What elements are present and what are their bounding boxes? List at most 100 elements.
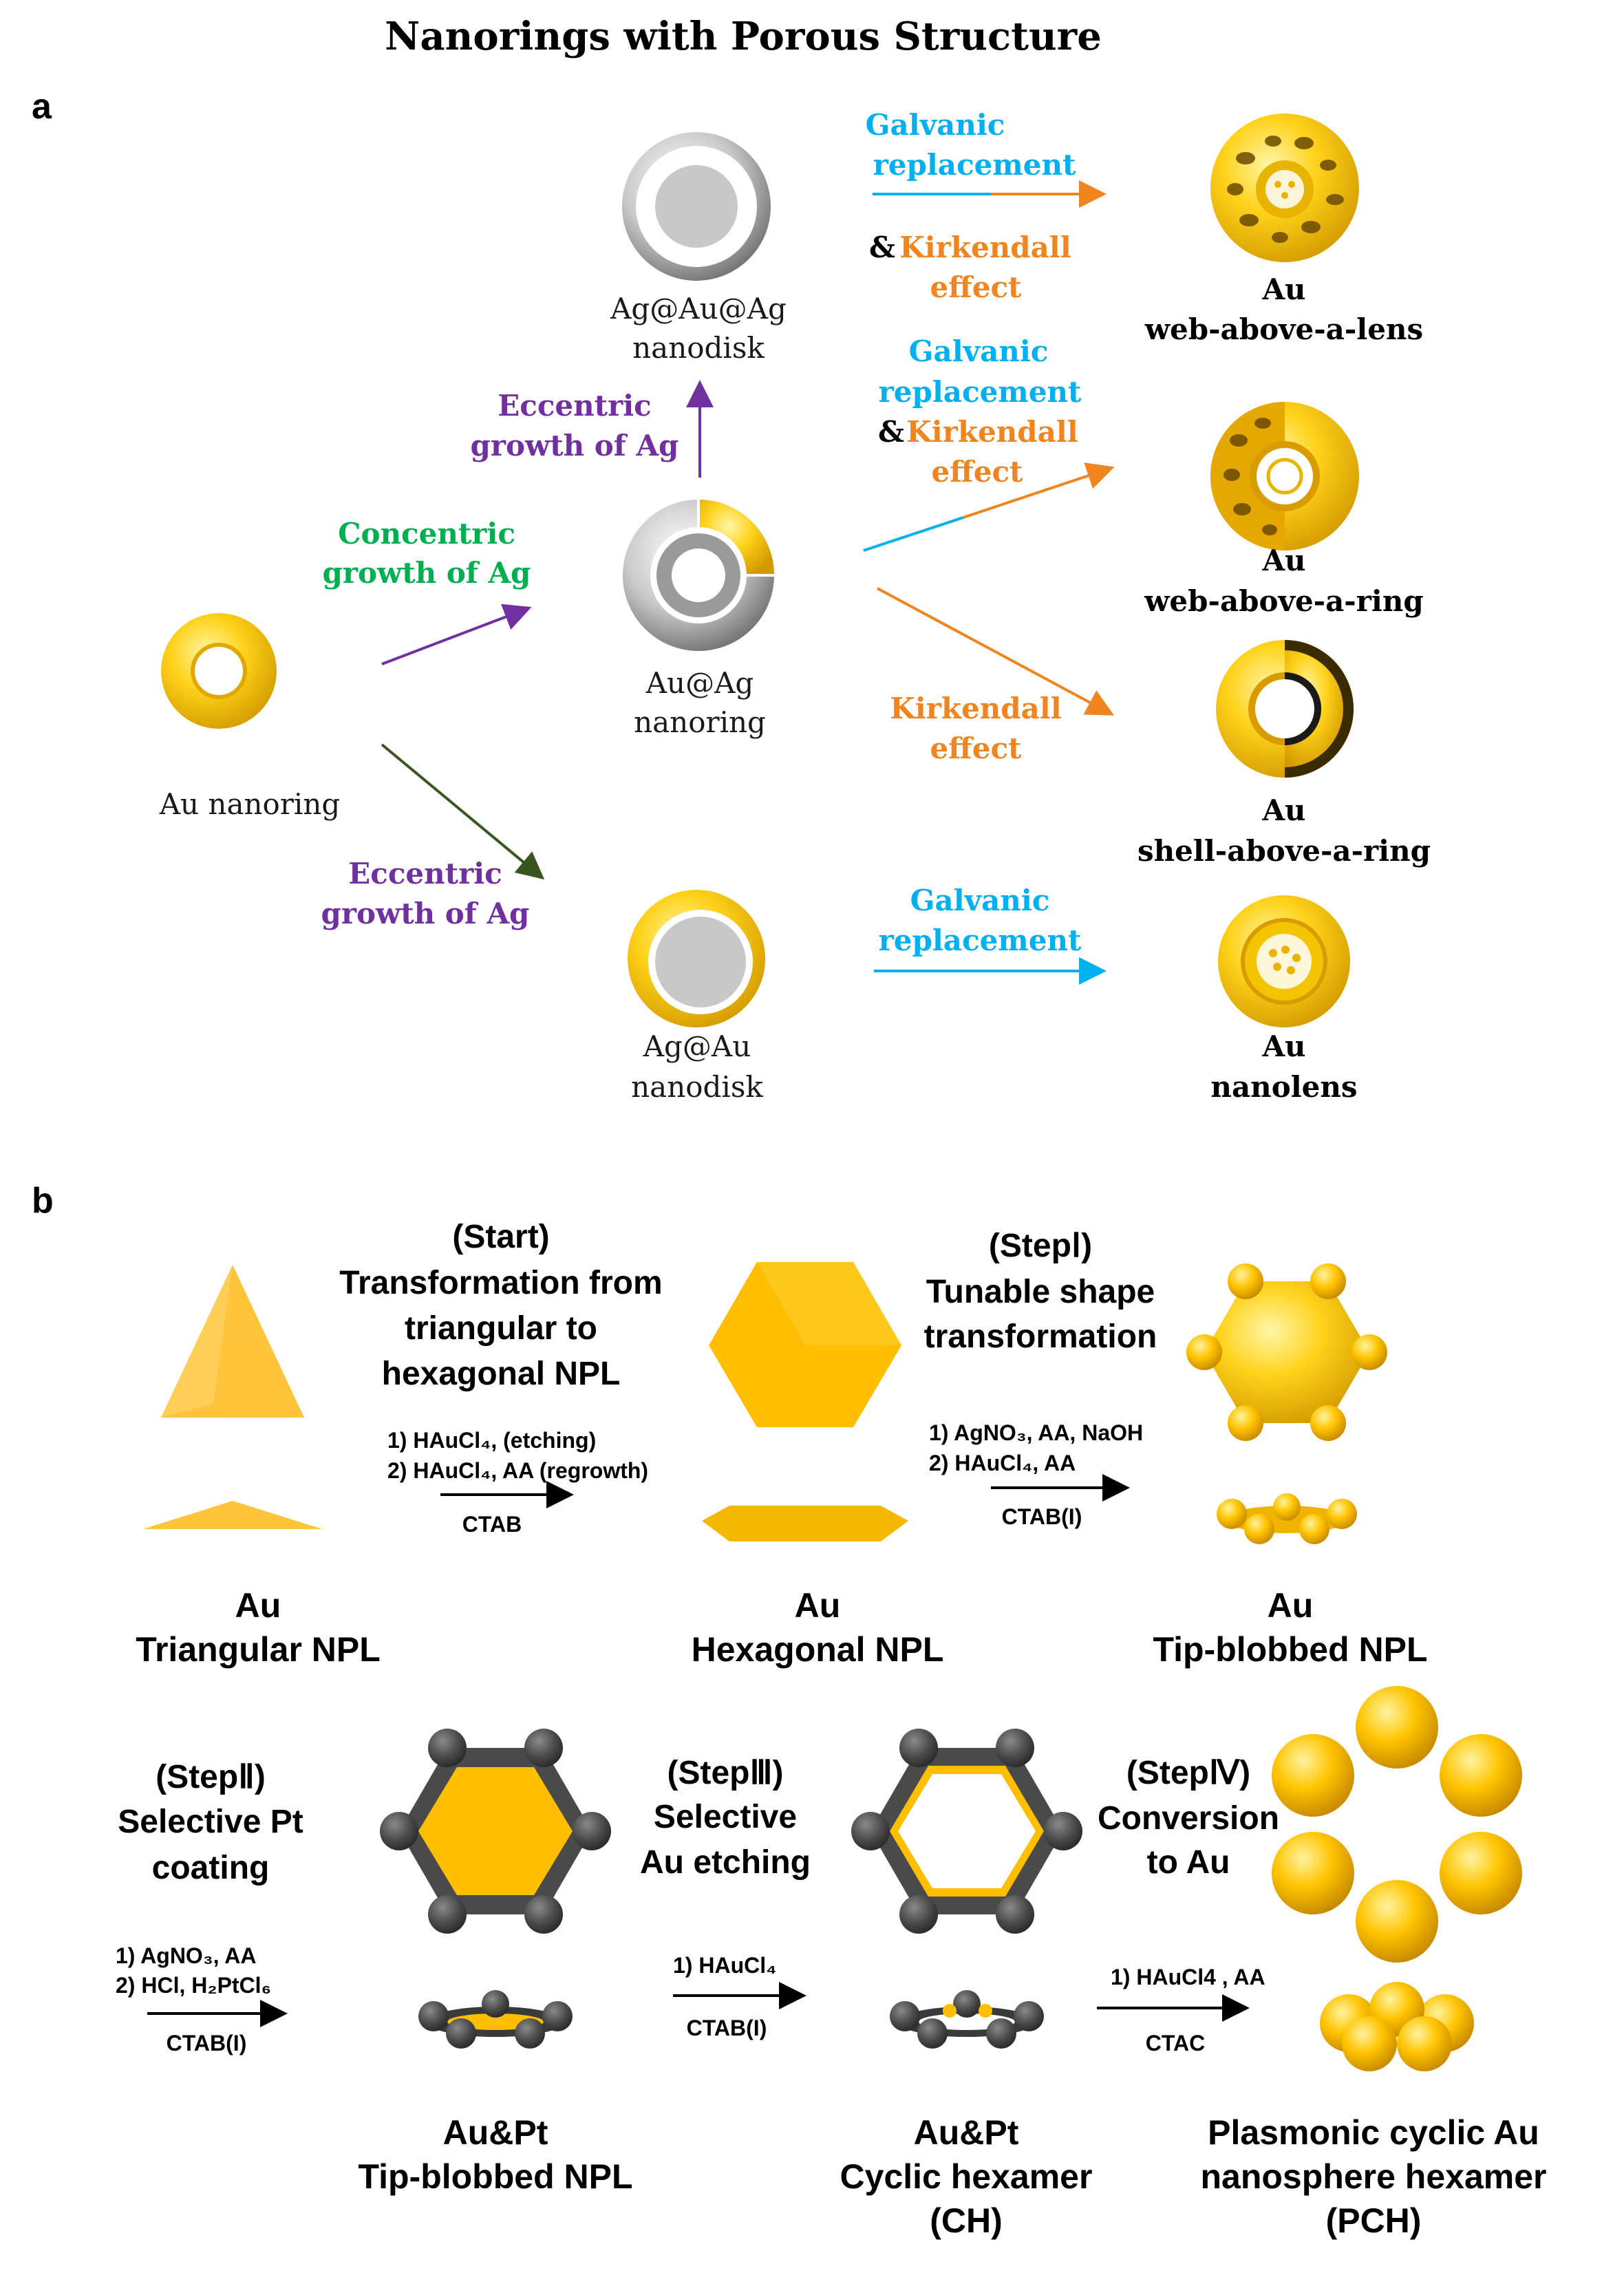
reagent4-below: CTAB(I) [687,2016,767,2040]
gr4-label-1: Galvanic [910,884,1050,917]
triangular-npl-image [143,1265,322,1529]
step2-l3: coating [152,1850,270,1886]
shell-above-a-ring-image [1216,640,1354,778]
figure-title: Nanorings with Porous Structure [385,14,1102,59]
agau-nanodisk-image [628,890,765,1027]
aupt-label-2: Tip-blobbed NPL [358,2157,632,2196]
aupt-tip-blobbed-image [380,1729,611,2049]
reagent1-below: CTAB [462,1512,522,1537]
agauag-label-2: nanodisk [632,331,765,365]
hexagonal-npl-image [702,1262,908,1541]
gr2-label-1: Galvanic [909,334,1049,368]
tri-label-1: Au [235,1586,281,1625]
au-nanoring-label: Au nanoring [159,787,341,821]
kirk1-label-2: effect [930,270,1022,304]
cyclic-hexamer-image [851,1729,1082,2049]
shell-label-2: shell-above-a-ring [1137,834,1431,868]
step3-l1: (StepⅢ) [667,1755,783,1791]
step1-l1: (StepⅠ) [989,1228,1092,1264]
kirk2-label-2: effect [932,455,1023,489]
kirk3-label-1: Kirkendall [890,692,1061,725]
hex-label-2: Hexagonal NPL [692,1630,944,1669]
gr1-label-1: Galvanic [866,108,1005,142]
agau-label-2: nanodisk [631,1070,763,1104]
pch-label-3: (PCH) [1326,2201,1422,2240]
start-l2: Transformation from [339,1265,662,1301]
ecc-down-label-1: Eccentric [348,857,502,890]
pch-image [1272,1686,1522,2071]
reagent1-l2: 2) HAuCl₄, AA (regrowth) [387,1458,648,1483]
step1-l3: transformation [924,1318,1157,1355]
kirk1-label-1: Kirkendall [899,231,1071,264]
nanolens-label-1: Au [1261,1029,1305,1063]
reagent2-l2: 2) HAuCl₄, AA [929,1451,1076,1475]
ch-label-3: (CH) [930,2201,1003,2240]
amp1: & [869,231,895,264]
step3-l2: Selective [654,1799,797,1835]
reagent2-below: CTAB(I) [1002,1504,1082,1529]
hex-label-1: Au [795,1586,841,1625]
concentric-label-1: Concentric [338,517,515,551]
agauag-nanodisk-image [622,132,771,281]
step4-l2: Conversion [1098,1800,1279,1837]
step4-l3: to Au [1147,1844,1230,1881]
gr2-label-2: replacement [879,375,1082,409]
start-l4: hexagonal NPL [382,1356,621,1392]
reagent2-l1: 1) AgNO₃, AA, NaOH [929,1420,1143,1445]
reagent3-l1: 1) AgNO₃, AA [116,1943,256,1968]
reagent3-below: CTAB(I) [167,2031,247,2055]
ecc-up-label-2: growth of Ag [471,429,679,462]
panel-b-label: b [32,1181,54,1221]
reagent3-l2: 2) HCl, H₂PtCl₆ [116,1973,271,1998]
step3-l3: Au etching [640,1844,811,1881]
lens-label-2: web-above-a-lens [1144,312,1423,346]
kirk3-label-2: effect [930,731,1022,765]
web-above-a-ring-image [1210,402,1359,551]
tip-label-1: Au [1268,1586,1314,1625]
web-above-a-lens-image [1210,114,1359,262]
tip-label-2: Tip-blobbed NPL [1153,1630,1427,1669]
lens-label-1: Au [1261,273,1305,306]
pch-label-2: nanosphere hexamer [1201,2157,1547,2196]
tri-label-2: Triangular NPL [136,1630,381,1669]
aupt-label-1: Au&Pt [443,2113,548,2152]
auag-label-2: nanoring [634,705,766,739]
step2-l2: Selective Pt [118,1804,303,1840]
auag-label-1: Au@Ag [645,666,754,700]
shell-label-1: Au [1261,793,1305,827]
gr4-label-2: replacement [879,923,1082,957]
step1-l2: Tunable shape [926,1274,1155,1310]
reagent1-l1: 1) HAuCl₄, (etching) [387,1428,596,1453]
reagent4-l1: 1) HAuCl₄ [673,1953,776,1978]
arrow-concentric [381,604,532,665]
arrow-kirkendall [877,587,1115,716]
amp2: & [878,415,904,449]
concentric-label-2: growth of Ag [323,556,531,590]
reagent5-below: CTAC [1146,2031,1206,2055]
ch-label-1: Au&Pt [914,2113,1019,2152]
ecc-up-label-1: Eccentric [498,389,651,423]
panel-a-label: a [32,87,52,127]
nanolens-image [1218,895,1350,1027]
arrow-eccentric-down [381,743,545,880]
wring-label-1: Au [1261,544,1305,577]
wring-label-2: web-above-a-ring [1144,584,1423,618]
gr1-label-2: replacement [873,148,1076,182]
step4-l1: (StepⅣ) [1126,1755,1250,1791]
au-nanoring-image [161,613,277,729]
start-l3: triangular to [405,1310,597,1347]
auag-nanoring-image [623,500,774,651]
agau-label-1: Ag@Au [643,1029,751,1063]
tip-blobbed-npl-image [1186,1263,1387,1544]
arrow-galvanic-kirkendall-2a [863,516,964,552]
arrow-galvanic-kirkendall-2b [963,462,1115,519]
step2-l1: (StepⅡ) [156,1759,266,1795]
start-l1: (Start) [452,1219,549,1255]
kirk2-label-1: Kirkendall [906,415,1078,449]
pch-label-1: Plasmonic cyclic Au [1208,2113,1539,2152]
agauag-label-1: Ag@Au@Ag [610,292,787,325]
ecc-down-label-2: growth of Ag [321,897,530,930]
nanolens-label-2: nanolens [1210,1070,1357,1104]
ch-label-2: Cyclic hexamer [840,2157,1093,2196]
